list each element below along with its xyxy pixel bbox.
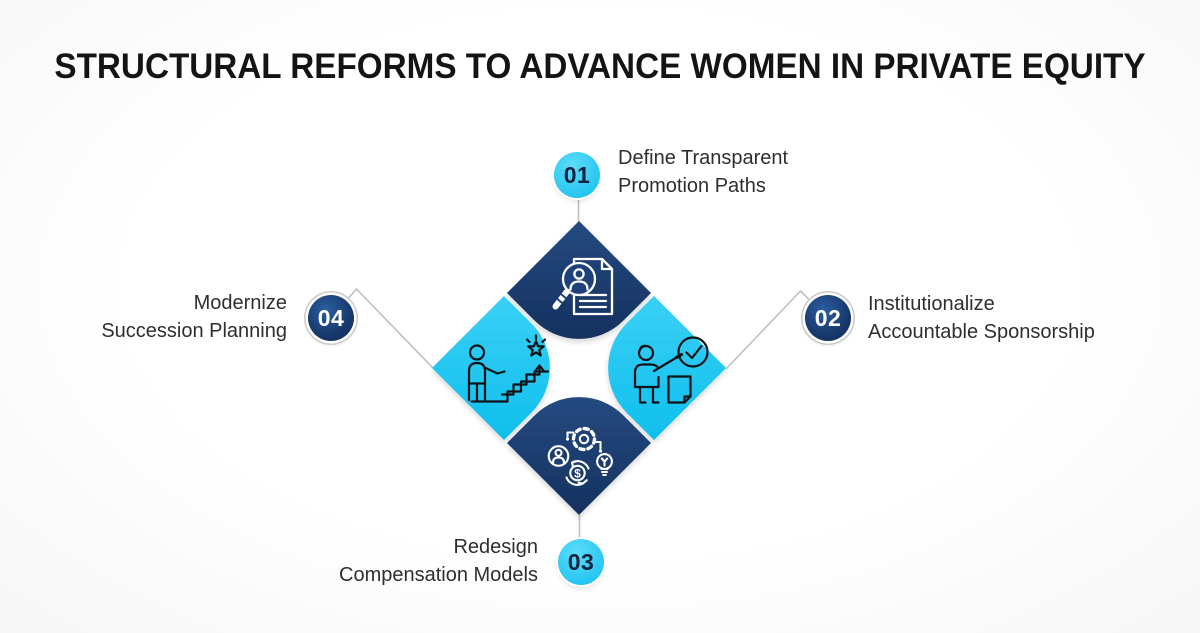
step-03-number: 03 <box>567 548 595 575</box>
petal-succession-planning <box>432 296 550 440</box>
step-03-badge: 03 <box>558 539 604 585</box>
step-04-badge: 04 <box>308 295 354 341</box>
petal-compensation-models <box>507 397 651 515</box>
petal-accountable-sponsorship <box>608 296 726 440</box>
compensation-gears-icon: $ <box>547 426 613 486</box>
step-02-number: 02 <box>814 304 842 331</box>
dollar-glyph: $ <box>574 467 581 481</box>
step-02-label: Institutionalize Accountable Sponsorship <box>868 293 1095 343</box>
step-01-number: 01 <box>563 161 591 188</box>
resume-magnifier-icon <box>552 257 614 316</box>
page-title: STRUCTURAL REFORMS TO ADVANCE WOMEN IN P… <box>54 47 1146 86</box>
connector-lines <box>347 198 810 539</box>
step-03-label: Redesign Compensation Models <box>339 536 538 586</box>
step-02-badge: 02 <box>805 295 851 341</box>
step-01-label: Define Transparent Promotion Paths <box>618 147 789 197</box>
petal-cluster <box>432 221 726 515</box>
connector-step-04 <box>347 288 434 369</box>
step-01-badge: 01 <box>554 152 600 198</box>
connector-step-02 <box>725 290 810 370</box>
approval-check-icon <box>633 336 709 404</box>
step-04-number: 04 <box>317 304 345 331</box>
career-stairs-icon <box>467 334 550 403</box>
step-04-label: Modernize Succession Planning <box>101 292 287 342</box>
